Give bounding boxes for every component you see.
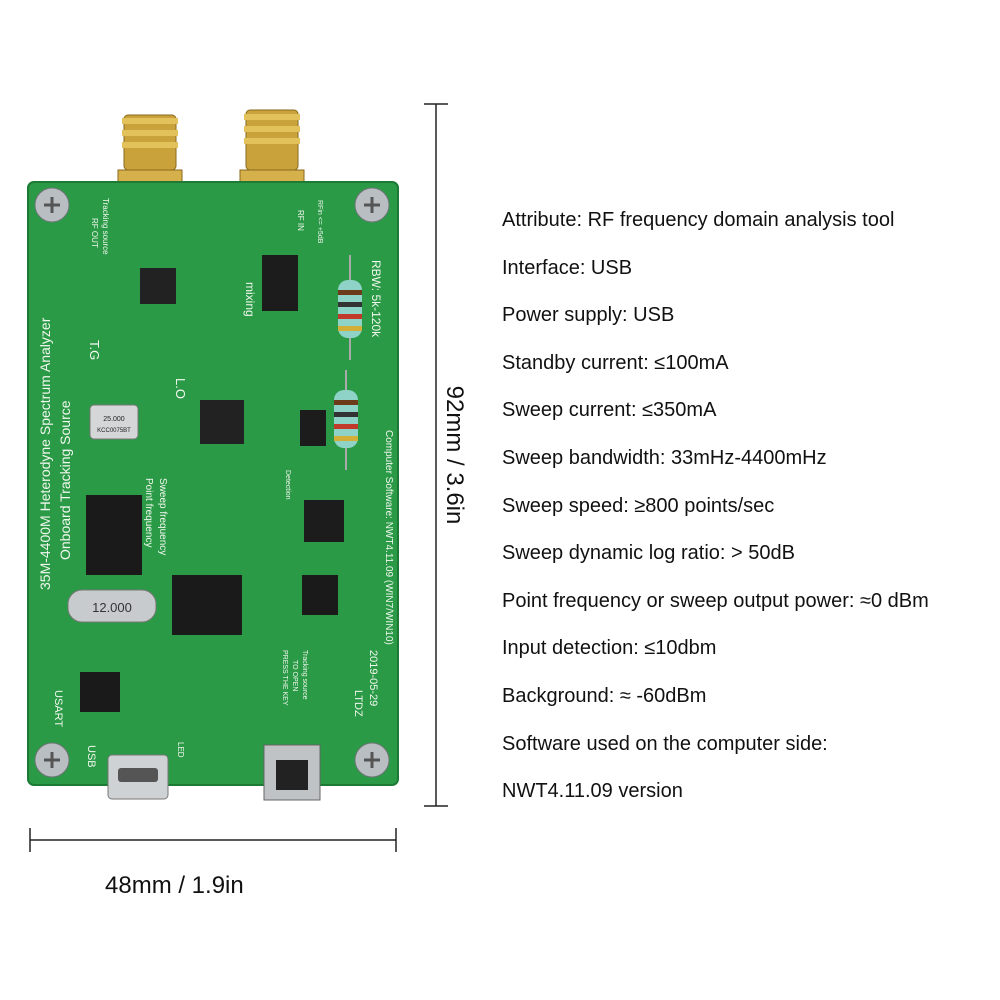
svg-text:2019-05-29: 2019-05-29 (367, 650, 379, 706)
svg-text:USB: USB (85, 745, 97, 768)
resistor (338, 255, 362, 360)
spec-item: Background: ≈ -60dBm (502, 684, 707, 707)
spec-item: Input detection: ≤10dbm (502, 637, 717, 660)
svg-text:Sweep frequency: Sweep frequency (157, 478, 168, 555)
svg-text:LED: LED (176, 742, 185, 758)
crystal-oscillator: 12.000 (67, 589, 157, 623)
spec-item: NWT4.11.09 version (502, 780, 683, 803)
pcb-board (27, 181, 399, 786)
svg-text:TO OPEN: TO OPEN (291, 660, 298, 691)
spec-item: Attribute: RF frequency domain analysis … (502, 209, 895, 231)
svg-text:12.000: 12.000 (92, 600, 132, 615)
spec-item: Sweep dynamic log ratio: > 50dB (502, 542, 795, 565)
svg-text:RF OUT: RF OUT (90, 218, 99, 248)
spec-item: Interface: USB (502, 256, 633, 279)
svg-text:Computer Software: NWT4.11.09: Computer Software: NWT4.11.09 (WIN7/WIN1… (383, 430, 394, 645)
board-title-line2: Onboard Tracking Source (57, 400, 73, 560)
spec-item: Software used on the computer side: (502, 732, 828, 755)
mounting-screw (34, 742, 70, 778)
usb-port (107, 754, 169, 800)
svg-text:Detection: Detection (284, 470, 291, 500)
spec-item: Power supply: USB (502, 304, 675, 327)
svg-text:Tracking source: Tracking source (101, 198, 110, 255)
svg-text:T.G: T.G (87, 340, 102, 360)
svg-text:RBW: 5k-120k: RBW: 5k-120k (369, 260, 383, 338)
mounting-screw (34, 187, 70, 223)
svg-text:25.000: 25.000 (103, 416, 125, 423)
width-dimension-line (29, 828, 397, 852)
mounting-screw (354, 187, 390, 223)
height-label: 92mm / 3.6in (441, 385, 468, 525)
width-label: 48mm / 1.9in (105, 872, 244, 899)
svg-text:RF IN: RF IN (296, 210, 305, 231)
spec-item: Sweep bandwidth: 33mHz-4400mHz (502, 446, 827, 469)
svg-text:LTDZ: LTDZ (352, 690, 364, 717)
svg-text:PRESS THE KEY: PRESS THE KEY (281, 650, 288, 706)
svg-text:Point frequency: Point frequency (143, 478, 154, 548)
svg-text:USART: USART (52, 690, 64, 727)
mounting-screw (354, 742, 390, 778)
ic-chip (80, 255, 344, 712)
svg-text:L.O: L.O (173, 378, 188, 399)
resistor (334, 370, 358, 470)
spec-item: Sweep current: ≤350mA (502, 399, 717, 422)
spec-item: Sweep speed: ≥800 points/sec (502, 494, 775, 517)
svg-text:RFin <= +5dB: RFin <= +5dB (316, 200, 323, 244)
board-title-line1: 35M-4400M Heterodyne Spectrum Analyzer (37, 317, 53, 590)
svg-text:mixing: mixing (243, 282, 257, 317)
spec-item: Standby current: ≤100mA (502, 351, 729, 374)
height-dimension-line (424, 103, 448, 807)
spec-item: Point frequency or sweep output power: ≈… (502, 589, 929, 612)
board-silkscreen: 35M-4400M Heterodyne Spectrum Analyzer O… (37, 198, 394, 768)
spec-list: Attribute: RF frequency domain analysis … (502, 210, 992, 829)
svg-text:KCC0075BT: KCC0075BT (97, 428, 131, 434)
crystal-oscillator: 25.000 KCC0075BT (89, 404, 139, 440)
svg-text:Tracking source: Tracking source (301, 650, 308, 700)
push-button (263, 744, 321, 801)
